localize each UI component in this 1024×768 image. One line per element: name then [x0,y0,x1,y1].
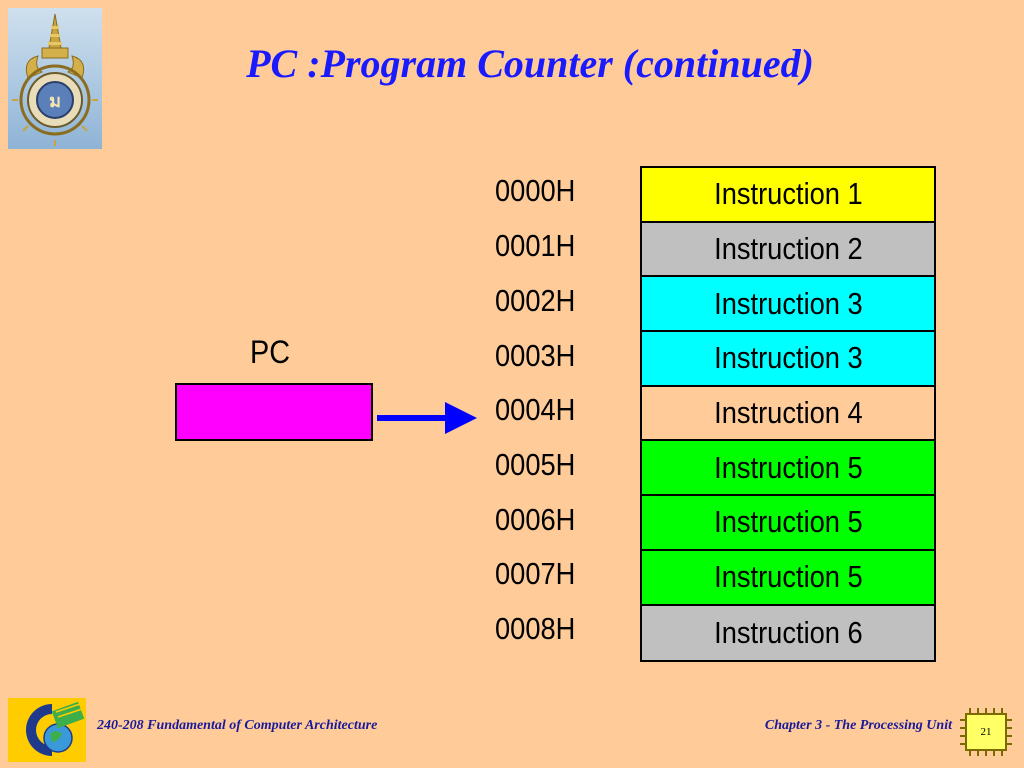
department-logo-icon [8,698,86,762]
address-label: 0008H [495,611,576,646]
cpu-chip-icon: 21 [958,706,1014,758]
svg-text:ม: ม [49,91,61,112]
pc-register-box [175,383,373,441]
instruction-label: Instruction 1 [713,176,863,212]
address-label: 0000H [495,173,576,208]
footer-chapter-title: Chapter 3 - The Processing Unit [764,718,952,733]
instruction-label: Instruction 5 [713,449,863,485]
slide-title: PC :Program Counter (continued) [246,41,814,86]
memory-cell: Instruction 5 [642,550,934,606]
address-label: 0003H [495,338,576,373]
university-crest-icon: ม [8,8,102,149]
instruction-label: Instruction 5 [713,504,863,540]
address-label: 0004H [495,392,576,427]
footer-course-title: 240-208 Fundamental of Computer Architec… [97,718,378,733]
memory-cell: Instruction 6 [642,605,934,661]
address-label: 0005H [495,447,576,482]
pc-label: PC [250,334,291,370]
instruction-label: Instruction 3 [713,340,863,376]
memory-cell: Instruction 1 [642,168,934,223]
page-number: 21 [980,726,992,738]
memory-table: Instruction 1 Instruction 2 Instruction … [640,166,936,663]
memory-cell: Instruction 5 [642,496,934,551]
address-label: 0001H [495,228,576,263]
memory-cell: Instruction 2 [642,222,934,278]
memory-cell: Instruction 3 [642,332,934,387]
instruction-label: Instruction 3 [713,285,863,321]
instruction-label: Instruction 6 [713,614,863,650]
address-label: 0002H [495,283,576,318]
pc-pointer-arrow-icon [375,398,481,443]
address-label: 0006H [495,502,576,537]
memory-cell: Instruction 4 [642,386,934,442]
address-label: 0007H [495,556,576,591]
memory-cell: Instruction 5 [642,441,934,497]
instruction-label: Instruction 2 [713,231,863,267]
memory-cell: Instruction 3 [642,277,934,333]
instruction-label: Instruction 5 [713,559,863,595]
instruction-label: Instruction 4 [713,395,863,431]
